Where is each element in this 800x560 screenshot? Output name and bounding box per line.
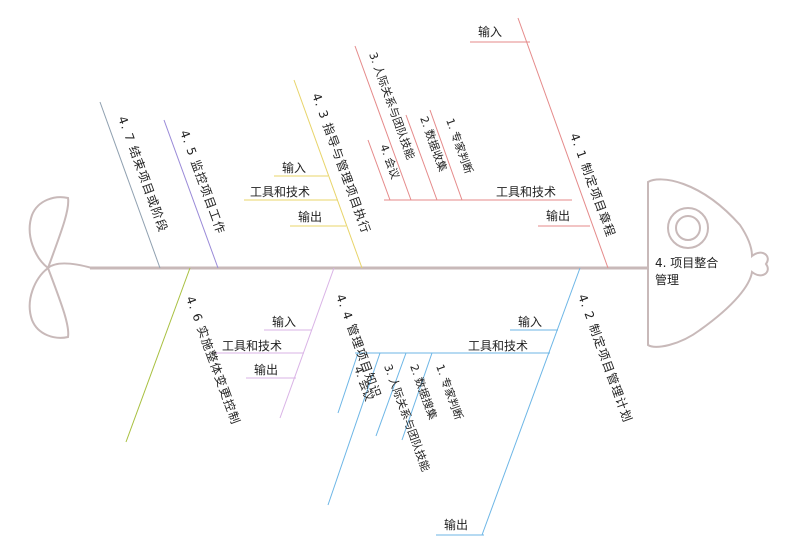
bone-4-1-item3: 3. 人际关系与团队技能 <box>366 50 418 161</box>
bone-4-1: 4. 1 制定项目章程 输入 工具和技术 输出 1. 专家判断 2. 数据收集 … <box>355 18 619 268</box>
bone-4-7: 4. 7 结束项目或阶段 <box>100 102 171 268</box>
bone-4-4: 4. 4 管理项目知识 输入 工具和技术 输出 <box>212 268 385 418</box>
bone-4-6: 4. 6 实施整体变更控制 <box>126 268 244 442</box>
bone-4-1-title: 4. 1 制定项目章程 <box>567 131 619 239</box>
bone-4-4-line <box>280 268 334 418</box>
bone-4-7-title: 4. 7 结束项目或阶段 <box>115 114 171 234</box>
bone-4-3: 4. 3 指导与管理项目执行 输入 工具和技术 输出 <box>244 80 374 268</box>
bone-4-4-input: 输入 <box>272 314 296 329</box>
bone-4-6-line <box>126 268 190 442</box>
bone-4-6-title: 4. 6 实施整体变更控制 <box>183 294 244 427</box>
bone-4-2: 4. 2 制定项目管理计划 输入 工具和技术 输出 1. 专家判断 2. 数据搜… <box>328 268 636 535</box>
bone-4-3-tools: 工具和技术 <box>250 185 310 199</box>
head-title-line1: 4. 项目整合 <box>655 255 718 270</box>
fish-tail <box>30 197 92 338</box>
bone-4-2-title: 4. 2 制定项目管理计划 <box>575 292 636 425</box>
bone-4-2-input: 输入 <box>518 314 542 329</box>
bone-4-2-line <box>482 268 580 535</box>
bone-4-3-output: 输出 <box>298 209 322 224</box>
bone-4-1-output: 输出 <box>546 208 570 223</box>
bone-4-1-line <box>518 18 608 268</box>
bone-4-2-item4-line <box>338 353 358 413</box>
bone-4-5-title: 4. 5 监控项目工作 <box>177 128 228 236</box>
bone-4-1-input: 输入 <box>478 24 502 39</box>
bone-4-3-input: 输入 <box>282 160 306 175</box>
bone-4-2-tools: 工具和技术 <box>468 339 528 353</box>
bone-4-1-tools: 工具和技术 <box>496 185 556 199</box>
head-title-line2: 管理 <box>655 272 679 287</box>
bone-4-5: 4. 5 监控项目工作 <box>164 120 228 268</box>
bone-4-2-output: 输出 <box>444 517 468 532</box>
bone-4-4-output: 输出 <box>254 362 278 377</box>
bone-4-4-tools: 工具和技术 <box>222 339 282 353</box>
